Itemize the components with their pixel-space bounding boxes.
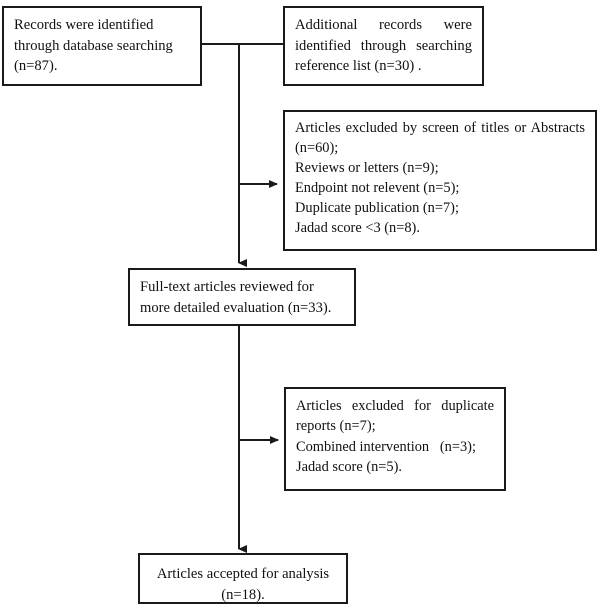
node-excluded-by-screen: Articles excluded by screen of titles or… [283, 110, 597, 251]
node-excluded-duplicate-reports: Articles excluded for duplicate reports … [284, 387, 506, 491]
node-articles-accepted: Articles accepted for analysis (n=18). [138, 553, 348, 604]
node-additional-records: Additional records were identified throu… [283, 6, 484, 86]
node-fulltext-reviewed: Full-text articles reviewed for more det… [128, 268, 356, 326]
node-excluded-by-screen-text: Articles excluded by screen of titles or… [295, 120, 585, 237]
node-records-identified: Records were identified through database… [2, 6, 202, 86]
node-fulltext-reviewed-text: Full-text articles reviewed for more det… [140, 279, 332, 316]
node-additional-records-text: Additional records were identified throu… [295, 17, 476, 75]
node-articles-accepted-text: Articles accepted for analysis (n=18). [156, 566, 330, 603]
node-excluded-duplicate-reports-text: Articles excluded for duplicate reports … [296, 398, 494, 476]
node-records-identified-text: Records were identified through database… [14, 17, 173, 75]
